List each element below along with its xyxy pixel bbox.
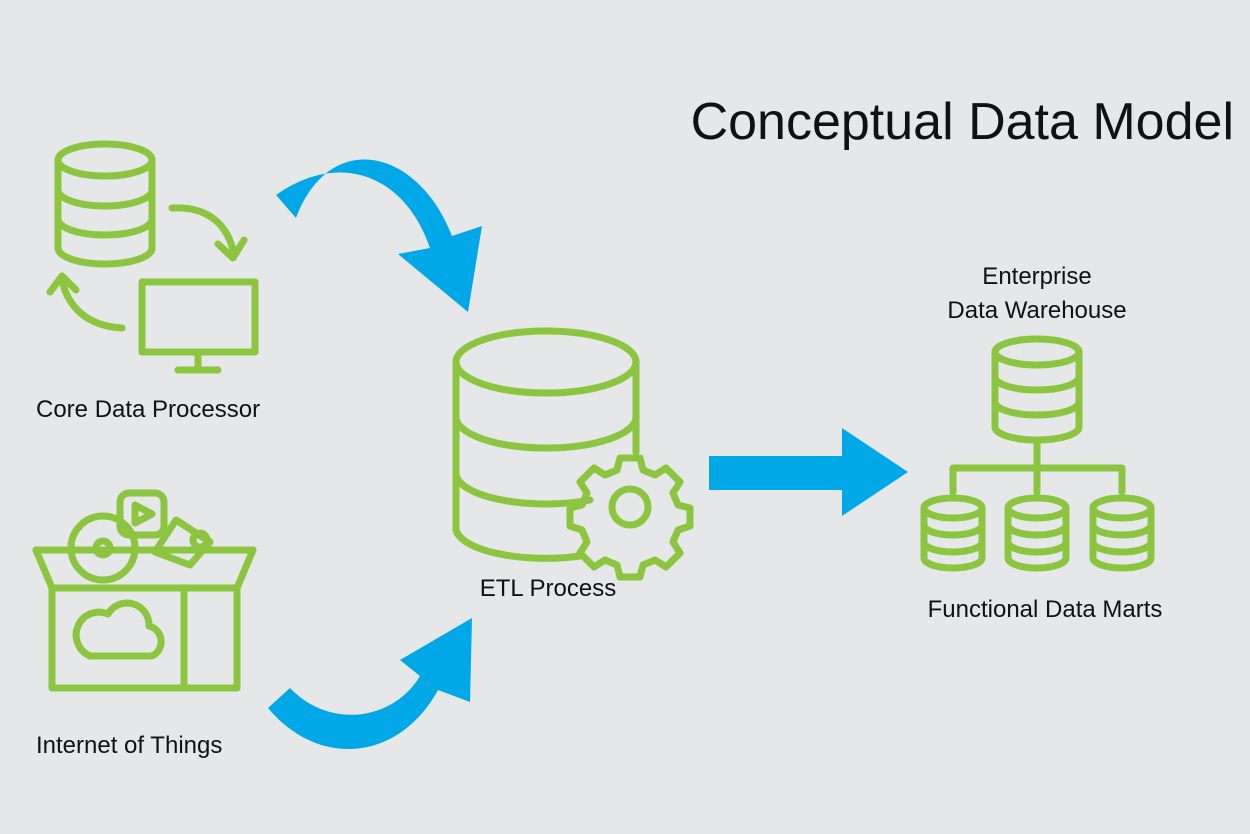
data-warehouse-label: Data Warehouse [947,297,1127,324]
iot-box-icon [32,489,257,692]
internet-of-things-label: Internet of Things [36,732,223,759]
curved-arrow-icon [276,159,482,312]
database-gear-icon [452,327,694,581]
database-hierarchy-icon [920,335,1155,572]
etl-process-label: ETL Process [479,575,617,602]
enterprise-label: Enterprise [982,263,1092,290]
database-monitor-sync-icon [46,140,259,374]
core-data-processor-label: Core Data Processor [36,396,261,423]
page-title: Conceptual Data Model [690,93,1234,151]
functional-data-marts-label: Functional Data Marts [927,596,1163,623]
curved-arrow-icon [268,618,472,750]
right-arrow-icon [709,428,908,516]
